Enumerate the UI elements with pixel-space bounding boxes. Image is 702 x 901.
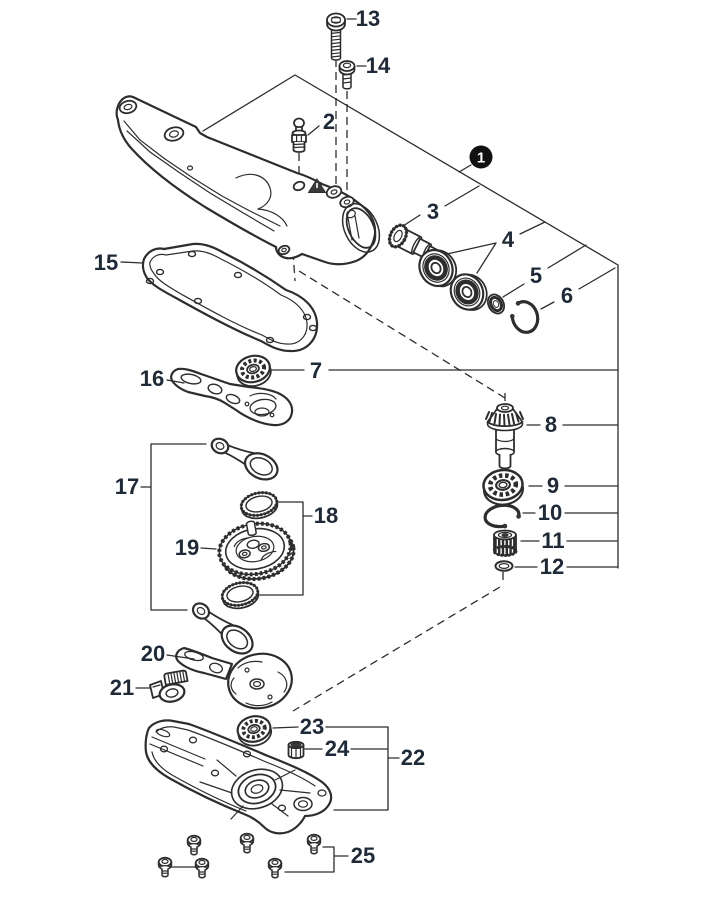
pinion-shaft — [387, 223, 441, 262]
callout-12-label: 12 — [540, 554, 564, 579]
retaining-ring — [483, 503, 521, 529]
leader-lines — [120, 18, 619, 873]
callout-8-label: 8 — [545, 412, 557, 437]
pinion-gear — [492, 529, 518, 557]
assembly-badge: 1 — [469, 145, 493, 169]
callout-20-label: 20 — [141, 641, 165, 666]
washer — [486, 293, 506, 315]
callout-14-label: 14 — [366, 53, 391, 78]
callout-17-label: 17 — [115, 474, 139, 499]
callout-6-label: 6 — [561, 283, 573, 308]
gasket — [141, 242, 319, 353]
bevel-gear — [485, 403, 524, 470]
callout-1-label: 1 — [477, 150, 485, 167]
socket-head-bolt — [326, 12, 346, 61]
callout-23-label: 23 — [300, 714, 324, 739]
callout-21-label: 21 — [110, 675, 134, 700]
callout-16-label: 16 — [140, 366, 164, 391]
centerlines-dashed — [292, 59, 506, 712]
callout-5-label: 5 — [530, 263, 542, 288]
callout-10-label: 10 — [538, 500, 562, 525]
callout-24-label: 24 — [325, 736, 350, 761]
cover-plate — [144, 719, 333, 835]
callout-19-label: 19 — [175, 535, 199, 560]
callout-11-label: 11 — [541, 528, 564, 553]
callout-7-label: 7 — [310, 358, 322, 383]
assembly-boundary-lines — [202, 74, 619, 569]
snap-ring — [509, 300, 540, 334]
callout-15-label: 15 — [94, 250, 118, 275]
cable-clamp — [149, 669, 189, 703]
callout-2-label: 2 — [323, 109, 335, 134]
guide-plate-upper — [170, 367, 294, 427]
drive-gear — [217, 520, 296, 581]
callout-4-label: 4 — [502, 227, 515, 252]
callout-18-label: 18 — [314, 503, 338, 528]
callout-9-label: 9 — [547, 473, 559, 498]
callout-3-label: 3 — [427, 199, 439, 224]
gear-housing — [115, 95, 381, 266]
callout-22-label: 22 — [401, 745, 425, 770]
callout-25-label: 25 — [351, 843, 375, 868]
plug — [287, 740, 305, 760]
callout-labels: 1 2 3 4 5 6 7 8 9 10 11 12 13 14 15 16 1… — [94, 6, 573, 868]
short-screw — [338, 60, 356, 90]
grease-fitting — [291, 117, 307, 153]
guide-plate-lower — [175, 646, 293, 710]
small-washer — [494, 560, 514, 572]
callout-13-label: 13 — [356, 6, 380, 31]
